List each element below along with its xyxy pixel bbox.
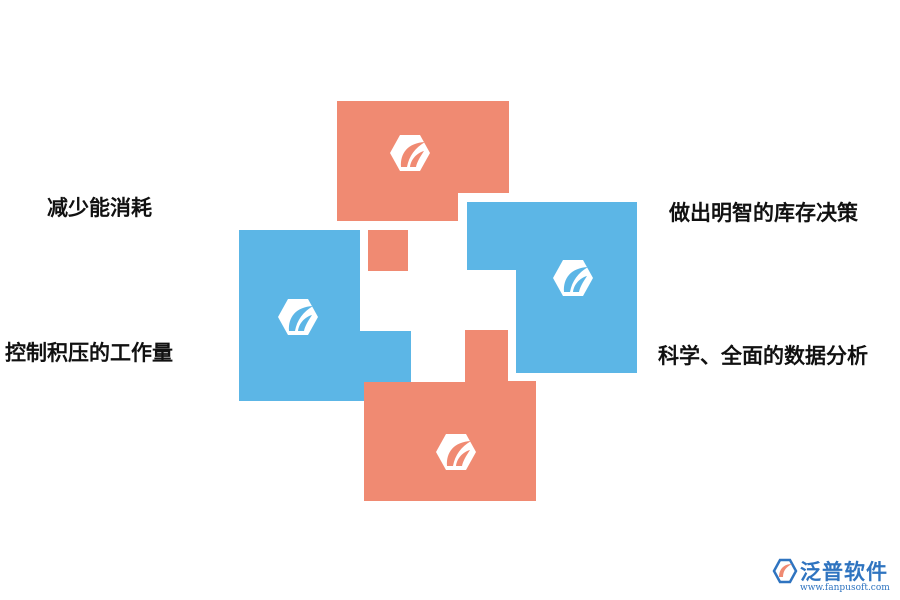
label-top-right: 做出明智的库存决策: [669, 201, 858, 225]
right-blue-block: [467, 202, 637, 373]
bottom-salmon-block: [364, 330, 536, 501]
leaf-hexagon-icon: [553, 260, 593, 296]
brand-logo-icon: [772, 558, 798, 584]
brand-watermark: 泛普软件 www.fanpusoft.com: [770, 556, 898, 596]
leaf-hexagon-icon: [390, 135, 430, 171]
leaf-hexagon-icon: [278, 299, 318, 335]
label-bottom-right: 科学、全面的数据分析: [658, 344, 868, 368]
leaf-hexagon-icon: [436, 434, 476, 470]
top-salmon-tab: [368, 230, 408, 271]
label-top-left: 减少能消耗: [47, 196, 152, 220]
brand-name: 泛普软件: [800, 560, 888, 584]
label-bottom-left: 控制积压的工作量: [5, 341, 173, 365]
left-blue-block: [239, 230, 411, 401]
brand-url: www.fanpusoft.com: [800, 583, 890, 593]
